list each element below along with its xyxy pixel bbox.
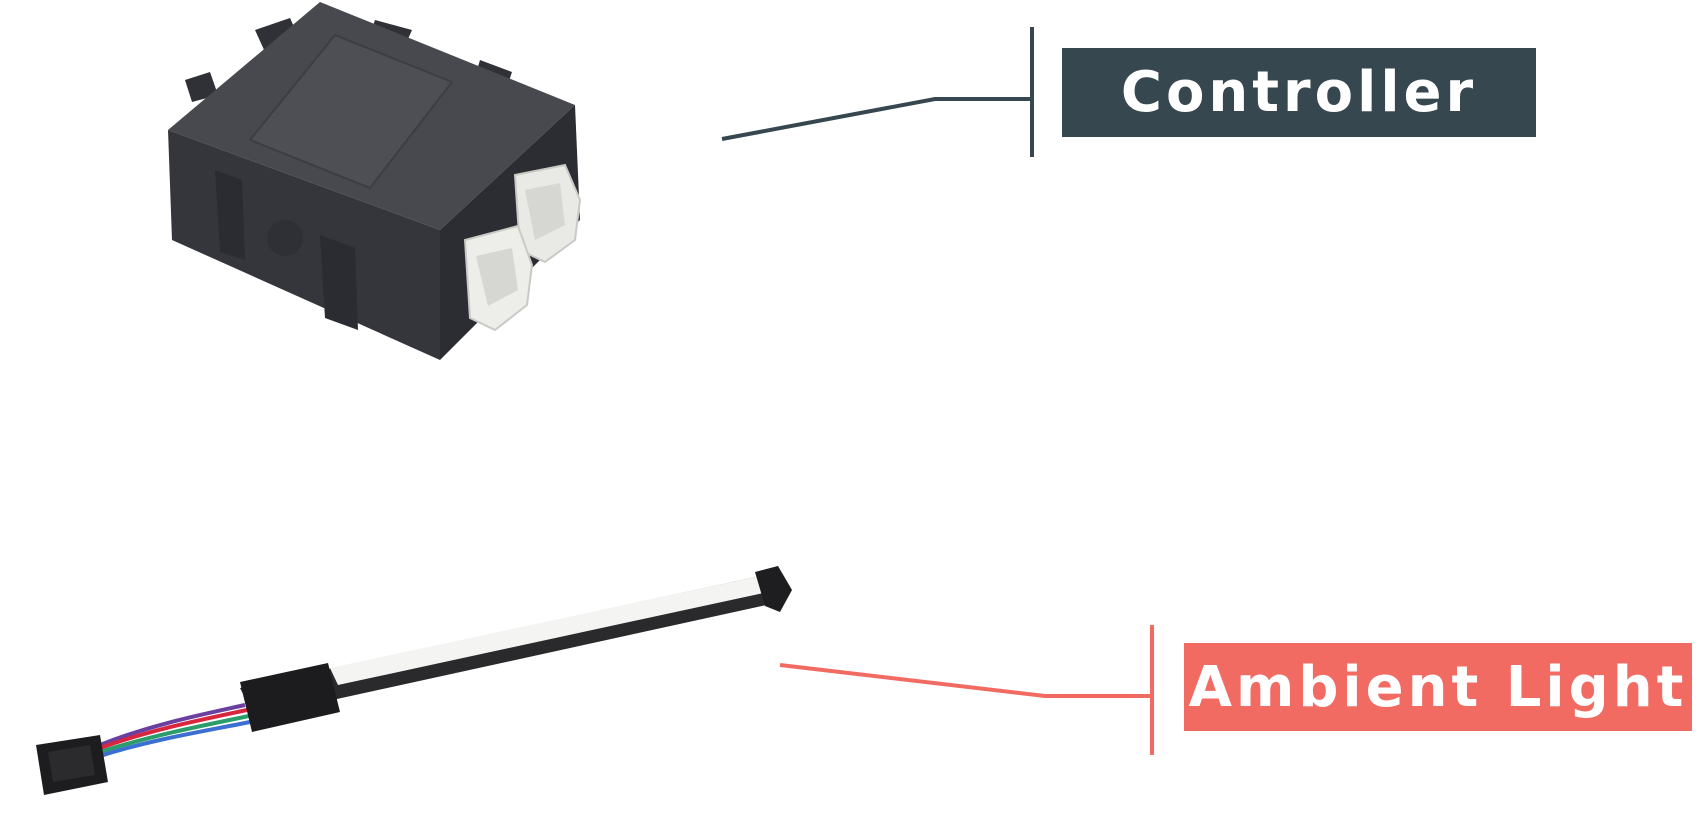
led-light-bar-icon	[36, 566, 792, 795]
controller-label: Controller	[1062, 48, 1536, 137]
ambient-light-label: Ambient Light	[1184, 643, 1692, 731]
controller-module-icon	[168, 2, 582, 360]
ambient-light-callout	[779, 625, 1154, 755]
controller-callout	[721, 27, 1034, 157]
